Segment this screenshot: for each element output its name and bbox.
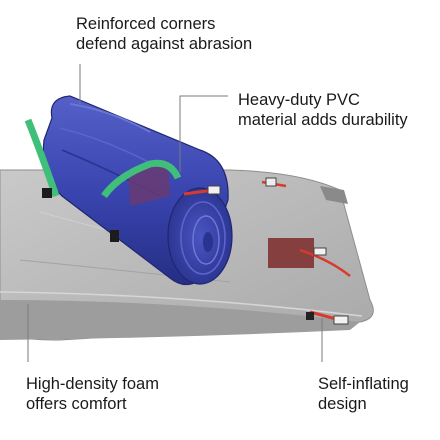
callout-corners-line2: defend against abrasion bbox=[76, 35, 253, 53]
callout-foam-line1: High-density foam bbox=[26, 375, 159, 393]
callout-corners-line1: Reinforced corners bbox=[76, 15, 216, 33]
callout-high-density-foam: High-density foam offers comfort bbox=[26, 374, 159, 414]
callout-leader-lines bbox=[27, 64, 323, 362]
leader-line-pvc bbox=[179, 95, 228, 172]
rolled-pvc-pad bbox=[42, 95, 233, 286]
callout-pvc-line1: Heavy-duty PVC bbox=[238, 91, 360, 109]
callout-pvc-line2: material adds durability bbox=[238, 111, 408, 129]
callout-foam-line2: offers comfort bbox=[26, 395, 127, 413]
callout-reinforced-corners: Reinforced corners defend against abrasi… bbox=[76, 14, 252, 54]
callout-inflate-line1: Self-inflating bbox=[318, 375, 409, 393]
callout-heavy-duty-pvc: Heavy-duty PVC material adds durability bbox=[238, 90, 408, 130]
valve-icon bbox=[261, 177, 351, 325]
callout-inflate-line2: design bbox=[318, 395, 367, 413]
callout-self-inflating: Self-inflating design bbox=[318, 374, 409, 414]
green-strap bbox=[24, 118, 182, 242]
